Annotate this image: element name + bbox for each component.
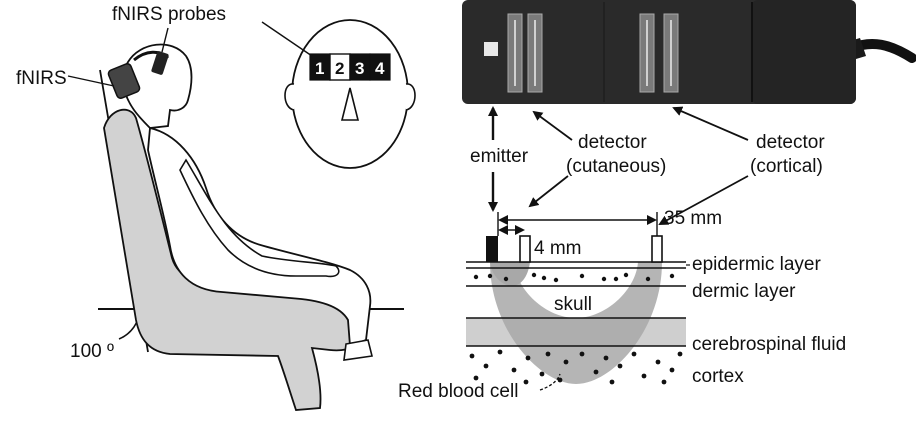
probe-number-2: 2	[335, 59, 344, 78]
nose-arrow-icon	[340, 87, 360, 121]
tissue-cross-section: 35 mm 4 mm epidermic layer dermic layer …	[398, 208, 846, 402]
annotation-arrows	[488, 106, 749, 225]
cutaneous-arrow-down	[528, 175, 569, 208]
probe-box-4	[369, 53, 391, 81]
emitter-probe	[486, 236, 498, 262]
dermic-layer-label: dermic layer	[692, 281, 796, 302]
fnirs-probe-device	[462, 0, 916, 104]
cortical-detector-probe	[651, 235, 663, 263]
subject-arm	[179, 158, 340, 278]
detector-cutaneous-sublabel: (cutaneous)	[566, 156, 666, 177]
detector-cortical-label: detector	[756, 132, 825, 153]
probe-number-3: 3	[355, 59, 364, 78]
cortical-arrow-up	[672, 106, 749, 141]
cortical-arrow-down	[658, 175, 749, 225]
probe-number-4: 4	[375, 59, 385, 78]
detector-cortical-sublabel: (cortical)	[750, 156, 823, 177]
probe-box-leader	[261, 21, 313, 57]
device-sticker	[484, 42, 498, 56]
rbc-leader	[539, 373, 561, 391]
cutaneous-arrow-up	[532, 110, 573, 141]
red-blood-cell-label: Red blood cell	[398, 381, 518, 402]
fnirs-leader	[67, 75, 115, 87]
seated-subject-panel: fNIRS probes fNIRS 100 º	[16, 4, 404, 411]
csf-label: cerebrospinal fluid	[692, 334, 846, 355]
emitter-label: emitter	[470, 146, 529, 167]
skull-label: skull	[554, 294, 592, 315]
cutaneous-detector-probe	[519, 235, 531, 263]
angle-label: 100 º	[70, 341, 114, 362]
detector-cutaneous-label: detector	[578, 132, 647, 153]
epidermic-layer-label: epidermic layer	[692, 254, 821, 275]
light-path-deep	[490, 262, 662, 384]
cortex-dots	[469, 349, 683, 385]
subject-shoe	[343, 339, 373, 361]
fnirs-label: fNIRS	[16, 68, 67, 89]
head-top-view: 1 2 3 4	[261, 19, 416, 169]
fnirs-probes-icon	[151, 51, 169, 75]
device-body-right-segment	[752, 0, 856, 104]
distance-4mm-label: 4 mm	[534, 238, 582, 259]
subject-body	[147, 126, 372, 348]
right-ear	[405, 83, 416, 111]
fnirs-probes-leader	[161, 27, 169, 53]
distance-35mm-label: 35 mm	[664, 208, 722, 229]
probe-number-1: 1	[315, 59, 324, 78]
fnirs-probes-label: fNIRS probes	[112, 4, 226, 25]
left-ear	[284, 83, 295, 111]
dermic-dots	[473, 272, 675, 283]
cortex-label: cortex	[692, 366, 744, 387]
